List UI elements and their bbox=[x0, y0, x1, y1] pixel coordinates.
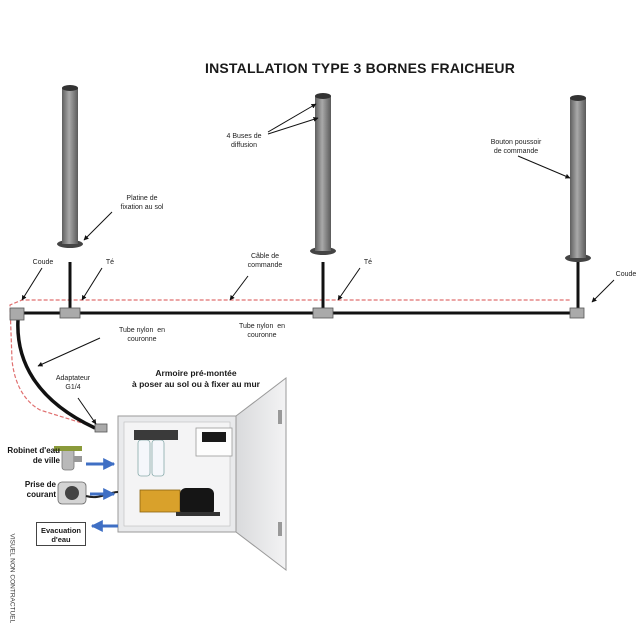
robinet-icon bbox=[54, 446, 82, 471]
label-bouton: Bouton poussoir de commande bbox=[490, 139, 542, 155]
label-coude-right: Coude bbox=[615, 271, 637, 278]
label-te-left: Té bbox=[105, 259, 115, 266]
coude-left-fitting bbox=[9, 307, 25, 321]
label-tube-1: Tube nylon en couronne bbox=[118, 327, 166, 343]
label-prise: Prise de courant bbox=[24, 480, 56, 499]
te-right-fitting bbox=[312, 307, 334, 319]
te-left-fitting bbox=[59, 307, 81, 319]
label-adaptateur: Adaptateur G1/4 bbox=[55, 375, 91, 391]
pole-left bbox=[57, 85, 83, 248]
socket-icon bbox=[57, 481, 119, 505]
label-evacuation: Evacuation d'eau bbox=[36, 522, 86, 546]
label-platine: Platine de fixation au sol bbox=[120, 195, 164, 211]
pole-right bbox=[565, 95, 591, 262]
label-coude-left: Coude bbox=[32, 259, 54, 266]
control-cable bbox=[9, 299, 570, 429]
label-tube-2: Tube nylon en couronne bbox=[238, 323, 286, 339]
label-armoire: Armoire pré-montée à poser au sol ou à f… bbox=[131, 368, 260, 389]
supply-pipe bbox=[16, 319, 96, 430]
adapter-fitting bbox=[94, 423, 108, 433]
label-robinet: Robinet d'eau de ville bbox=[7, 446, 60, 465]
pole-mid bbox=[310, 93, 336, 255]
page-title: INSTALLATION TYPE 3 BORNES FRAICHEUR bbox=[204, 60, 516, 76]
label-te-right: Té bbox=[363, 259, 373, 266]
label-cable: Câble de commande bbox=[247, 253, 283, 269]
label-buses: 4 Buses de diffusion bbox=[226, 133, 262, 149]
cabinet bbox=[117, 376, 287, 572]
disclaimer-vertical: VISUEL NON CONTRACTUEL bbox=[8, 533, 16, 624]
coude-right-fitting bbox=[569, 307, 585, 319]
